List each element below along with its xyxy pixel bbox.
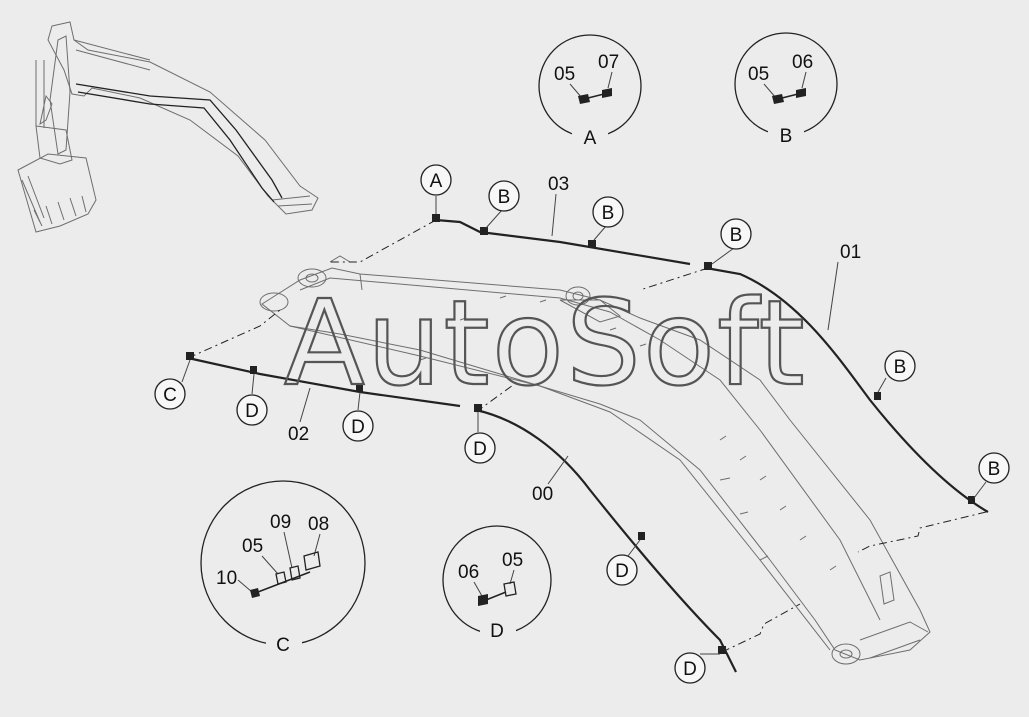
hose-01 [705, 266, 989, 513]
detail-b-caption: B [780, 126, 793, 147]
svg-text:B: B [894, 357, 907, 378]
detail-view-b: B 05 06 [734, 32, 838, 147]
detail-a-part-1: 05 [554, 64, 575, 85]
clamps [186, 214, 975, 654]
svg-text:A: A [430, 171, 443, 192]
detail-view-c: C 10 05 09 08 [200, 480, 366, 656]
detail-view-d: D 06 05 [442, 525, 552, 642]
callout-a-1: A [420, 164, 452, 196]
part-labels: 03 01 02 00 [288, 174, 861, 505]
callout-b-2: B [592, 196, 624, 228]
detail-c-part-1: 10 [216, 568, 237, 589]
svg-text:B: B [602, 203, 615, 224]
callout-d-4: D [606, 554, 638, 586]
detail-view-a: A 05 07 [538, 34, 642, 149]
detail-d-part-1: 06 [458, 562, 479, 583]
callouts: A B B B B B C D D D D D [154, 164, 1010, 684]
detail-b-part-2: 06 [792, 52, 813, 73]
pipe-02 [187, 356, 461, 408]
assembly-lines [187, 219, 987, 653]
detail-c-caption: C [276, 635, 290, 656]
part-label-03: 03 [548, 174, 569, 195]
leaders [181, 193, 987, 655]
svg-text:C: C [163, 385, 177, 406]
detail-a-caption: A [584, 128, 597, 149]
svg-text:B: B [498, 187, 511, 208]
callout-d-3: D [464, 432, 496, 464]
svg-text:B: B [988, 459, 1001, 480]
svg-text:D: D [245, 401, 259, 422]
hoses [187, 218, 989, 673]
detail-c-part-4: 08 [308, 514, 329, 535]
callout-b-1: B [488, 180, 520, 212]
svg-text:D: D [615, 561, 629, 582]
callout-b-4: B [884, 350, 916, 382]
svg-text:B: B [730, 225, 743, 246]
svg-text:D: D [473, 439, 487, 460]
part-label-01: 01 [840, 242, 861, 263]
callout-b-5: B [978, 452, 1010, 484]
detail-c-part-2: 05 [242, 536, 263, 557]
callout-d-5: D [674, 652, 706, 684]
detail-c-part-3: 09 [270, 512, 291, 533]
part-label-00: 00 [532, 484, 553, 505]
boom-outline [259, 255, 931, 665]
excavator-overview [17, 21, 319, 233]
callout-b-3: B [720, 218, 752, 250]
hose-00 [475, 408, 737, 673]
pipe-03 [435, 218, 691, 266]
svg-text:D: D [351, 417, 365, 438]
callout-d-1: D [236, 394, 268, 426]
watermark: AutoSoft [284, 274, 807, 412]
detail-d-caption: D [490, 621, 504, 642]
detail-d-part-2: 05 [502, 550, 523, 571]
detail-a-part-2: 07 [598, 52, 619, 73]
svg-text:D: D [683, 659, 697, 680]
part-label-02: 02 [288, 424, 309, 445]
callout-d-2: D [342, 410, 374, 442]
callout-c-1: C [154, 378, 186, 410]
detail-b-part-1: 05 [748, 64, 769, 85]
